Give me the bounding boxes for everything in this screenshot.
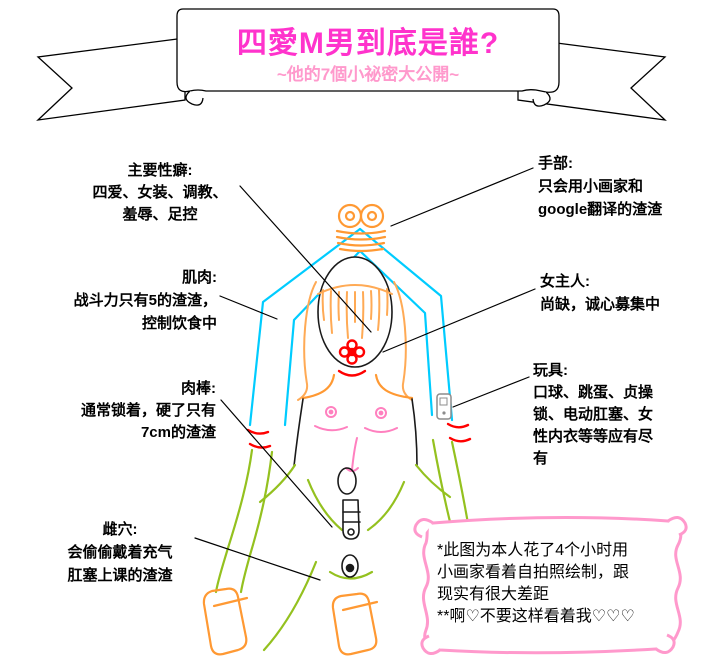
label-hands: 手部: 只会用小画家和 google翻译的渣渣 [538,152,703,221]
note-curl-top-left [413,518,434,539]
callout-line [220,399,333,528]
label-title: 主要性癖: [127,162,193,179]
foot-center [331,592,379,656]
label-line: 锁、电动肛塞、女 [533,406,654,423]
callout-line [239,185,372,333]
label-line: google翻译的渣渣 [538,201,663,218]
banner-ribbon [36,8,667,121]
note: *此图为本人花了4个小时用 小画家看着自拍照绘制，跟 现实有很大差距 **啊♡不… [437,540,677,628]
label-mistress: 女主人: 尚缺，诚心募集中 [540,270,703,316]
label-line: 有 [533,450,549,467]
callout-lines [194,167,536,581]
label-line: 四爱、女装、调教、 [92,184,228,201]
ribbon-panel [176,8,560,93]
legs [214,438,476,652]
label-line: 性内衣等等应有尽 [533,428,654,445]
chastity-area [337,467,361,578]
note-scroll [413,515,688,655]
callout-line [390,167,534,227]
label-line: 肛塞上课的渣渣 [67,567,173,584]
label-line: 通常锁着，硬了只有 [80,402,216,419]
callout-line [382,288,536,353]
callout-line [219,295,278,320]
note-curl-bottom-right [655,633,676,654]
note-line: 小画家看着自拍照绘制，跟 [437,564,630,581]
label-line: 会偷偷戴着充气 [67,544,173,561]
label-rod: 肉棒: 通常锁着，硬了只有 7cm的渣渣 [30,378,216,444]
hair [297,281,413,401]
label-title: 女主人: [540,273,590,290]
ribbon-curl-right [532,91,551,107]
label-line: 羞辱、足控 [122,206,198,223]
label-title: 肌肉: [182,269,217,286]
torso [293,398,418,467]
ribbon-curl-left [185,90,204,106]
label-line: 战斗力只有5的渣渣， [73,292,217,309]
label-preferences: 主要性癖: 四爱、女装、调教、 羞辱、足控 [80,160,240,226]
note-line: 现实有很大差距 [437,586,550,603]
label-title: 玩具: [533,362,568,379]
callout-line [452,376,530,408]
label-line: 只会用小画家和 [538,178,644,195]
label-title: 雌穴: [102,521,138,538]
ball-gag [337,339,367,377]
label-title: 手部: [538,155,573,172]
note-curl-bottom-left [420,634,441,655]
shoulders [301,373,414,400]
label-title: 肉棒: [181,380,216,397]
label-line: 7cm的渣渣 [140,424,216,441]
note-curl-top-right [667,516,688,537]
note-line: *此图为本人花了4个小时用 [437,542,629,559]
page-subtitle: ~他的7個小祕密大公開~ [276,65,460,84]
callout-line [194,537,321,581]
label-line: 口球、跳蛋、贞操 [533,384,654,401]
label-line: 尚缺，诚心募集中 [540,296,661,313]
page-title: 四愛M男到底是誰? [236,27,500,60]
note-line: **啊♡不要这样看着我♡♡♡ [437,608,635,625]
label-toys: 玩具: 口球、跳蛋、贞操 锁、电动肛塞、女 性内衣等等应有尽 有 [533,360,673,470]
label-line: 控制饮食中 [141,315,217,332]
label-pussy: 雌穴: 会偷偷戴着充气 肛塞上课的渣渣 [50,518,190,587]
nipples [314,406,398,472]
foot-left [202,587,249,656]
label-muscle: 肌肉: 战斗力只有5的渣渣， 控制饮食中 [22,266,217,335]
stocking-bands [246,422,472,449]
remote-device [436,393,452,420]
ribbon-tail-left [36,37,186,121]
bound-hands-knot [335,203,387,253]
